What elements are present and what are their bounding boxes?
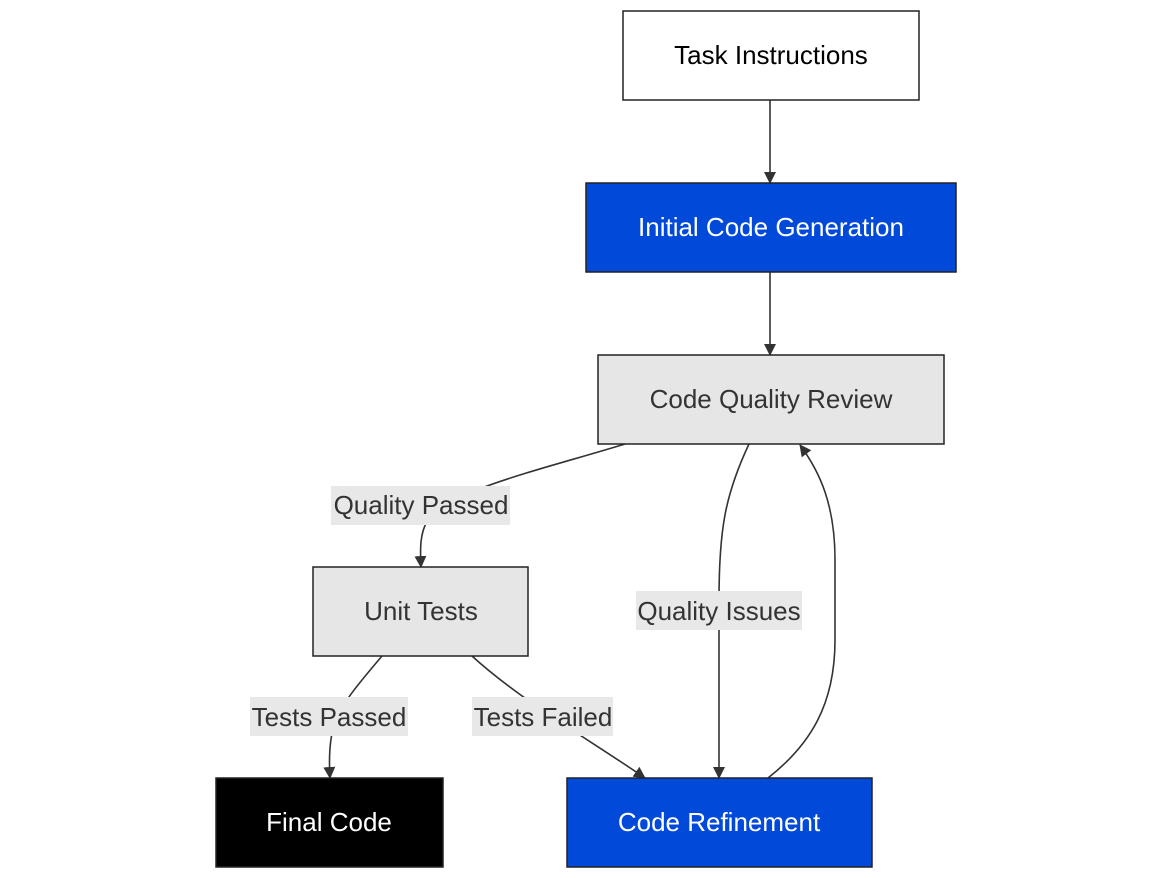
edge-label-text: Tests Passed xyxy=(252,702,407,732)
node-label: Task Instructions xyxy=(674,40,868,70)
edge-label-tests-failed: Tests Failed xyxy=(472,697,613,736)
node-initial-code-generation: Initial Code Generation xyxy=(585,182,957,273)
edge-label-bg xyxy=(331,486,510,525)
edge-label-tests-passed: Tests Passed xyxy=(250,697,408,736)
node-code-refinement: Code Refinement xyxy=(566,777,873,868)
node-final-code: Final Code xyxy=(215,777,444,868)
edge-label-text: Quality Passed xyxy=(334,490,509,520)
node-box xyxy=(215,777,444,868)
node-label: Final Code xyxy=(266,807,392,837)
edge-label-quality-issues: Quality Issues xyxy=(636,591,802,630)
edge-label-text: Tests Failed xyxy=(474,702,613,732)
node-code-quality-review: Code Quality Review xyxy=(597,354,945,445)
node-label: Code Refinement xyxy=(618,807,821,837)
edge-label-bg xyxy=(250,697,408,736)
node-task-instructions: Task Instructions xyxy=(622,10,920,101)
node-box xyxy=(622,10,920,101)
node-box xyxy=(597,354,945,445)
node-box xyxy=(585,182,957,273)
node-box xyxy=(312,566,529,657)
edge-review-to-refinement xyxy=(713,443,750,779)
node-unit-tests: Unit Tests xyxy=(312,566,529,657)
edge-refinement-to-review xyxy=(767,444,836,779)
edge-labels: Quality Passed Quality Issues Tests Pass… xyxy=(250,486,802,736)
edge-label-bg xyxy=(636,591,802,630)
edge-label-quality-passed: Quality Passed xyxy=(331,486,510,525)
node-label: Initial Code Generation xyxy=(638,212,904,242)
nodes: Task Instructions Initial Code Generatio… xyxy=(215,10,957,868)
edge-label-text: Quality Issues xyxy=(637,596,800,626)
edge-label-bg xyxy=(472,697,613,736)
node-label: Unit Tests xyxy=(364,596,478,626)
node-box xyxy=(566,777,873,868)
node-label: Code Quality Review xyxy=(650,384,893,414)
